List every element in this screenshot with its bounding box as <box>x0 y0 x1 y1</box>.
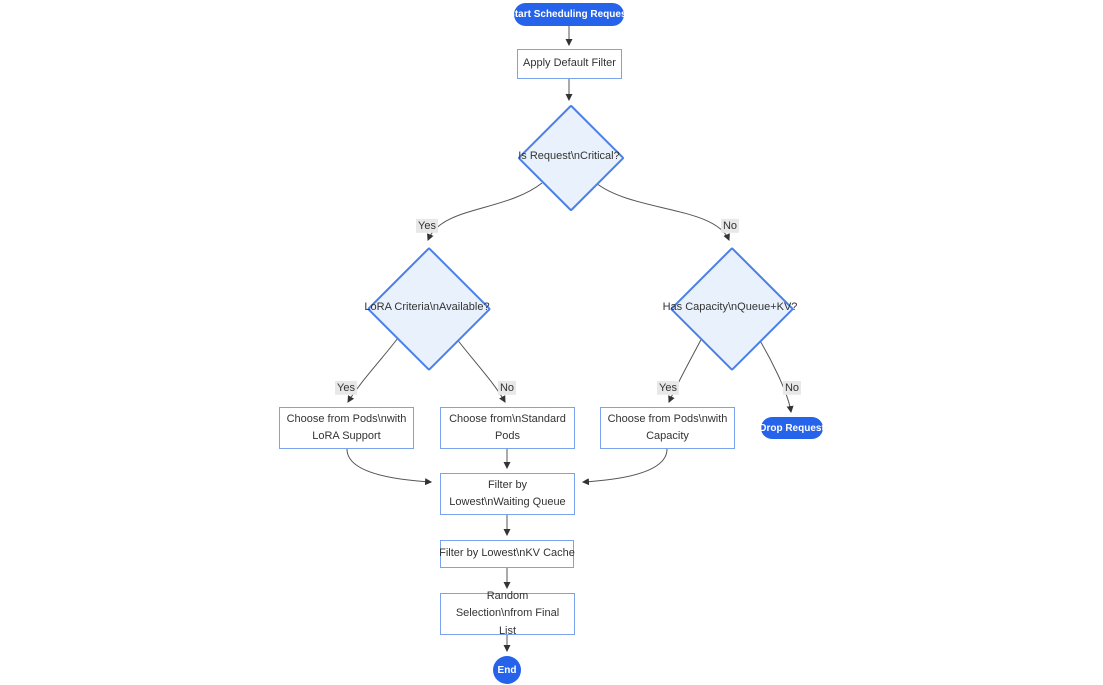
node-end-label: End <box>497 664 517 676</box>
decision-has-capacity-label: Has Capacity\nQueue+KV? <box>662 301 798 313</box>
node-choose-capacity-pods: Choose from Pods\nwith Capacity <box>600 407 735 449</box>
edge-label-capacity-no: No <box>782 380 802 396</box>
edge-critical-yes <box>427 182 543 241</box>
node-choose-capacity-pods-label: Choose from Pods\nwith Capacity <box>607 412 728 442</box>
edge-lorapods-to-filter <box>346 448 433 486</box>
decision-lora-criteria-label: LoRA Criteria\nAvailable? <box>364 301 490 313</box>
node-apply-default-filter: Apply Default Filter <box>517 49 622 79</box>
decision-is-critical-label: Is Request\nCritical? <box>518 150 620 162</box>
node-filter-kv-cache: Filter by Lowest\nKV Cache <box>439 540 575 568</box>
node-start-label: Start Scheduling Request <box>508 9 630 20</box>
node-choose-standard-pods: Choose from\nStandard Pods <box>440 407 575 449</box>
node-filter-kv-cache-label: Filter by Lowest\nKV Cache <box>439 547 575 560</box>
node-choose-lora-pods-label: Choose from Pods\nwith LoRA Support <box>286 412 407 442</box>
node-choose-lora-pods: Choose from Pods\nwith LoRA Support <box>279 407 414 449</box>
edge-critical-no <box>595 182 730 241</box>
node-filter-waiting-queue: Filter by Lowest\nWaiting Queue <box>440 473 575 515</box>
edge-capacity-no <box>755 333 794 414</box>
node-choose-standard-pods-label: Choose from\nStandard Pods <box>449 412 566 442</box>
edge-capacitypods-to-filter <box>581 448 668 486</box>
edge-label-lora-no: No <box>497 380 517 396</box>
edge-lora-yes <box>347 333 402 403</box>
edge-label-lora-yes: Yes <box>335 380 357 396</box>
node-start: Start Scheduling Request <box>508 3 630 26</box>
node-filter-waiting-queue-label: Filter by Lowest\nWaiting Queue <box>449 478 566 508</box>
edge-label-critical-yes: Yes <box>416 218 438 234</box>
node-end: End <box>493 656 521 684</box>
node-drop-request-label: Drop Request <box>759 422 825 434</box>
node-random-selection-label: Random Selection\nfrom Final List <box>455 590 560 637</box>
edge-label-critical-no: No <box>720 218 740 234</box>
edge-label-capacity-yes: Yes <box>657 380 679 396</box>
node-drop-request: Drop Request <box>759 417 825 439</box>
node-apply-default-filter-label: Apply Default Filter <box>523 57 616 70</box>
node-random-selection: Random Selection\nfrom Final List <box>440 590 575 637</box>
